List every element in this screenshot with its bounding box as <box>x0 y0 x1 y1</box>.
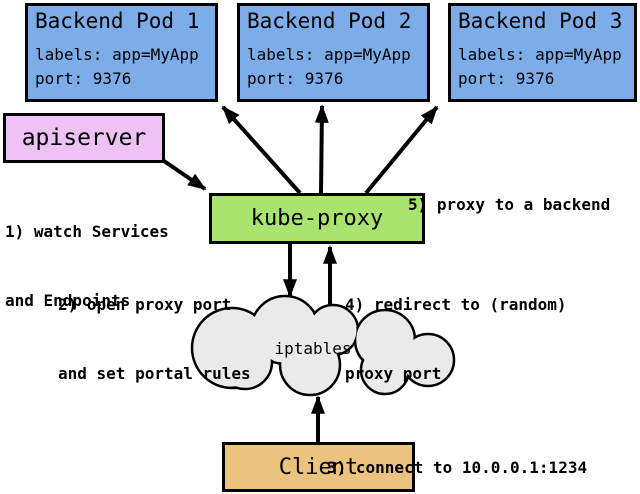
pod-labels: labels: app=MyApp <box>458 45 622 64</box>
pod-port: port: 9376 <box>35 69 132 88</box>
pod-labels: labels: app=MyApp <box>35 45 199 64</box>
pod-labels: labels: app=MyApp <box>247 45 411 64</box>
pod-title: Backend Pod 2 <box>247 9 412 33</box>
kube-proxy-label: kube-proxy <box>250 206 384 231</box>
pod-port: port: 9376 <box>458 69 555 88</box>
apiserver-label: apiserver <box>21 125 147 151</box>
annotation-step4: 4) redirect to (random) proxy port <box>345 295 567 383</box>
annotation-step5: 5) proxy to a backend <box>408 195 611 214</box>
backend-pod-3-box: Backend Pod 3 labels: app=MyApp port: 93… <box>448 3 637 102</box>
iptables-cloud <box>190 294 456 397</box>
pod-title: Backend Pod 1 <box>35 9 200 33</box>
client-label: Client <box>278 454 359 480</box>
apiserver-box: apiserver <box>3 113 165 163</box>
pod-port: port: 9376 <box>247 69 344 88</box>
kube-proxy-box: kube-proxy <box>209 193 425 244</box>
annotation-step3: 3) connect to 10.0.0.1:1234 <box>327 458 588 477</box>
backend-pod-1-box: Backend Pod 1 labels: app=MyApp port: 93… <box>25 3 218 102</box>
arrow-kube-proxy-to-pod3 <box>364 105 439 195</box>
backend-pod-2-box: Backend Pod 2 labels: app=MyApp port: 93… <box>237 3 430 102</box>
client-box: Client <box>222 442 415 492</box>
annotation-step2: 2) open proxy port and set portal rules <box>58 295 251 383</box>
pod-title: Backend Pod 3 <box>458 9 623 33</box>
arrow-apiserver-to-kube-proxy <box>162 159 207 191</box>
iptables-label: iptables <box>274 339 352 358</box>
arrow-kube-proxy-to-pod2 <box>314 104 329 194</box>
annotation-step1: 1) watch Services and Endpoints <box>5 222 169 310</box>
arrow-kube-proxy-to-pod1 <box>221 105 302 195</box>
